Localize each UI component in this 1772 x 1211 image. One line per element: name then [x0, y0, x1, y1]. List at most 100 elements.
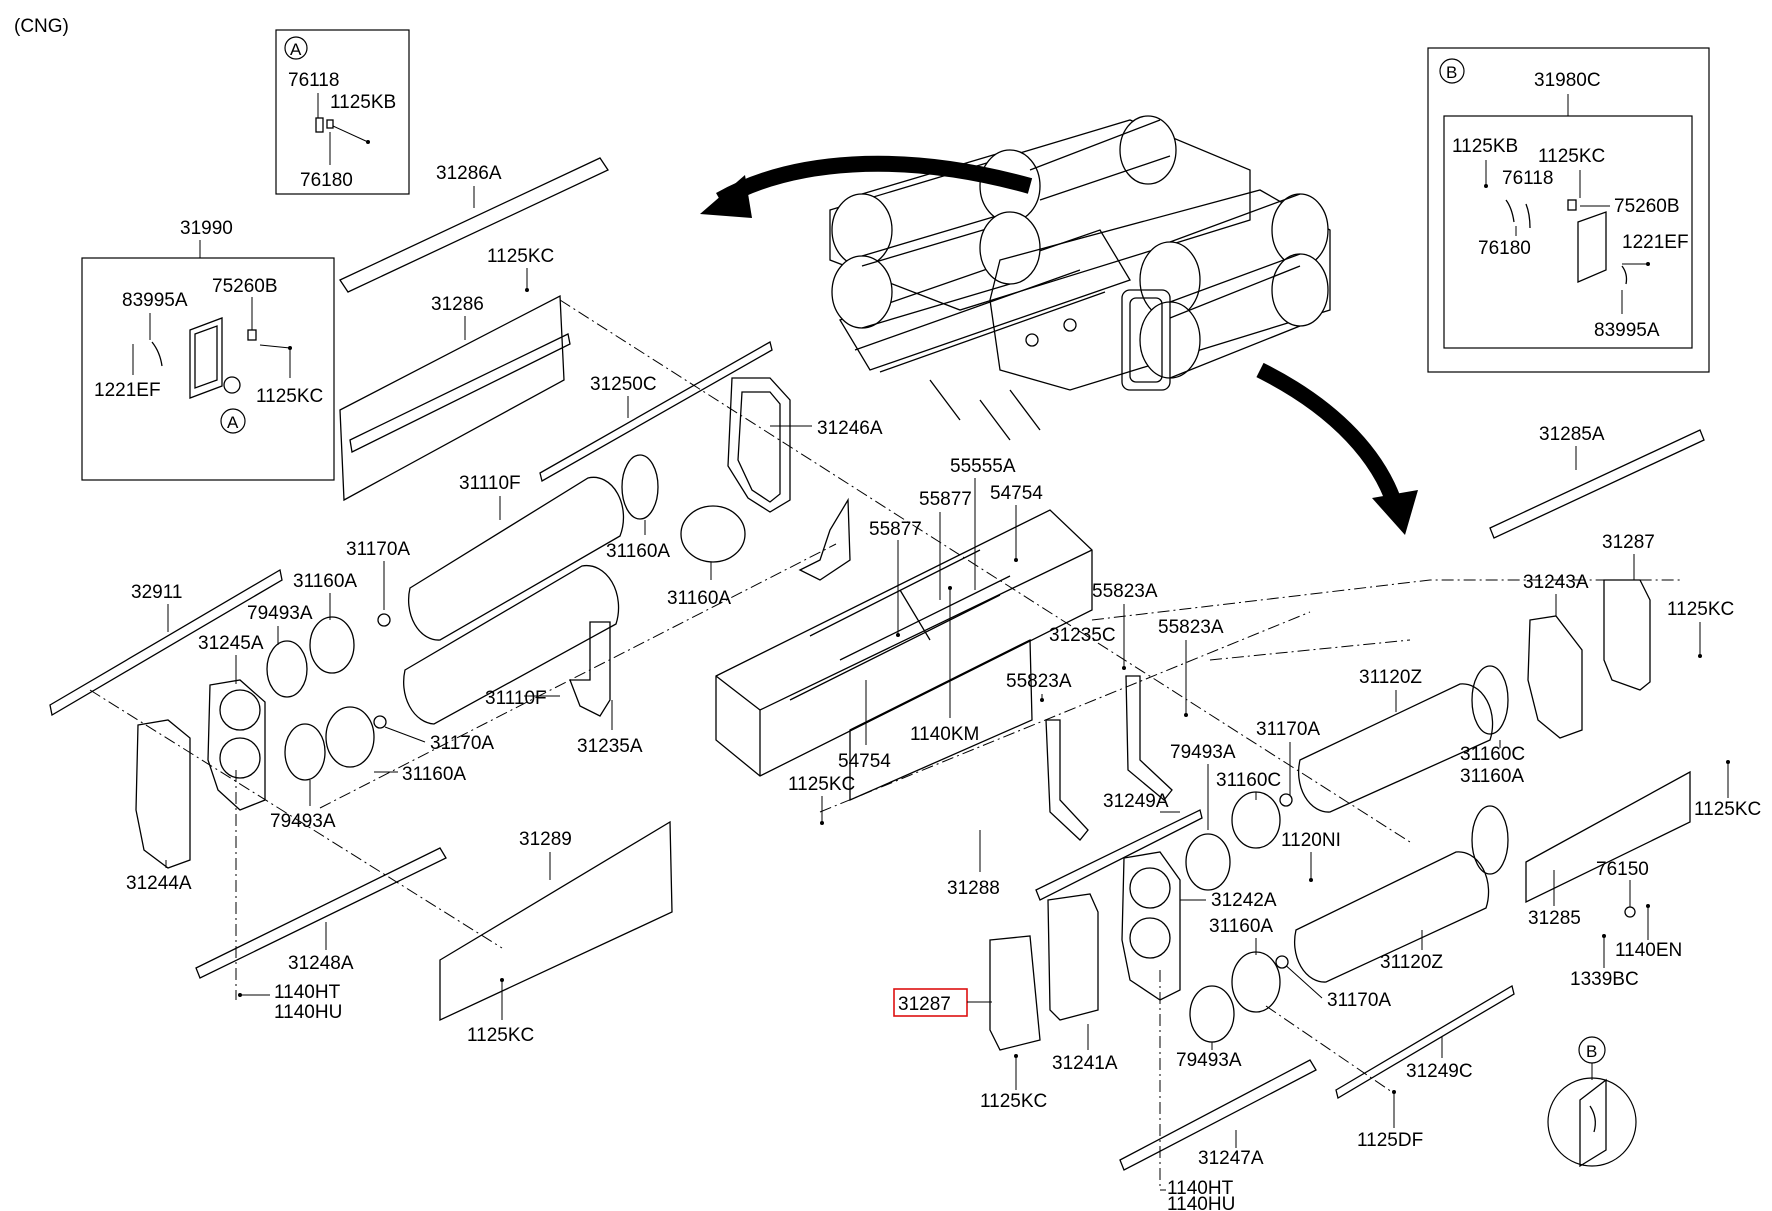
inset-b-label-6: 1221EF [1622, 232, 1689, 253]
label-1125kc-6: 1125KC [1694, 799, 1761, 820]
label-31160a-1: 31160A [606, 541, 670, 562]
clamp-31160c [1471, 665, 1509, 735]
panel-31289 [439, 820, 673, 1022]
label-1125kc-4: 1125KC [980, 1091, 1047, 1112]
frame-31246a [727, 377, 791, 513]
label-1125kc-2: 1125KC [467, 1025, 534, 1046]
label-1120ni: 1120NI [1281, 830, 1341, 851]
callout-b-circle [1439, 58, 1465, 84]
strip-31285a [1489, 429, 1705, 539]
label-55877-2: 55877 [869, 519, 922, 540]
frame-31242a [1121, 851, 1181, 1001]
callout-b-letter: B [1446, 63, 1457, 82]
inset-b-handle [1621, 265, 1628, 285]
strip-31249a [1035, 809, 1203, 901]
tank-31110f-upper [407, 476, 625, 641]
label-31160a-4: 31160A [402, 764, 466, 785]
inset-31990-label-1: 83995A [122, 290, 188, 311]
strap-79493a-4 [1189, 985, 1235, 1043]
inset-b-hinge [1505, 199, 1531, 229]
clamp-31160a-2 [680, 505, 746, 563]
inset-a-label-2: 1125KB [330, 92, 396, 113]
inset-b-label-2: 1125KC [1538, 146, 1605, 167]
callout-a-circle-2 [220, 408, 246, 434]
label-31160c-1: 31160C [1216, 770, 1281, 791]
label-1140km: 1140KM [910, 724, 979, 745]
clamp-31160c-b [1231, 791, 1281, 849]
clamp-31160a-1 [621, 454, 659, 520]
callout-a-letter: A [290, 40, 302, 59]
rail-31248a [195, 847, 447, 979]
inset-31990: 31990 83995A 75260B 1221EF 1125KC A [81, 218, 335, 481]
strip-31286a [339, 157, 609, 293]
inset-b-label-5: 76180 [1478, 238, 1531, 259]
bracket-55877 [798, 497, 851, 581]
label-31160a-5: 31160A [1209, 916, 1273, 937]
variant-label: (CNG) [14, 16, 69, 37]
tank-31120z-upper [1297, 683, 1494, 813]
inset-b-label-1: 1125KB [1452, 136, 1518, 157]
bracket-31235a [569, 621, 611, 717]
label-55555a: 55555A [950, 456, 1016, 477]
label-1140ht-1: 1140HT [274, 982, 341, 1003]
label-32911: 32911 [131, 582, 182, 603]
label-31170a-4: 31170A [1327, 990, 1391, 1011]
label-1140hu-2: 1140HU [1167, 1194, 1235, 1211]
label-55823a-1: 55823A [1092, 581, 1158, 602]
part-labels: 31286A 1125KC 31286 31250C 31246A 31110F… [126, 163, 1761, 1211]
clamp-31160a-3 [309, 616, 355, 674]
chassis-frame [715, 497, 1093, 801]
inset-b-label-3: 76118 [1502, 168, 1553, 189]
label-31245a: 31245A [198, 633, 264, 654]
label-1140ht-2: 1140HT [1167, 1178, 1234, 1199]
label-1140en: 1140EN [1615, 940, 1682, 961]
frame-31244a [135, 719, 191, 869]
inset-b-frame [1427, 47, 1710, 373]
arrow-left-head [700, 175, 752, 218]
label-55823a-3: 55823A [1006, 671, 1072, 692]
inset-b: B 31980C 1125KB 1125KC 76118 75260B 7618… [1427, 47, 1710, 373]
frame-31241a [1047, 893, 1099, 1021]
label-31160a-6: 31160A [1460, 766, 1524, 787]
rail-31247a [1119, 1059, 1317, 1171]
callout-a-letter-2: A [227, 413, 239, 432]
label-76150: 76150 [1596, 859, 1649, 880]
inset-b-label-4: 75260B [1614, 196, 1680, 217]
arrow-left [716, 155, 1033, 207]
clamp-31160a-b [1231, 951, 1281, 1013]
label-31287-right: 31287 [1602, 532, 1655, 553]
label-79493a-4: 79493A [1176, 1050, 1242, 1071]
label-31110f-1: 31110F [459, 473, 521, 494]
leader-lines [165, 186, 1730, 1191]
bracket-55823a [1045, 719, 1089, 841]
label-31285a: 31285A [1539, 424, 1605, 445]
label-31249c: 31249C [1406, 1061, 1473, 1082]
latch-part [326, 119, 334, 129]
inset-31990-label-2: 75260B [212, 276, 278, 297]
label-54754-1: 54754 [990, 483, 1043, 504]
callout-b-detail: B [1547, 1036, 1637, 1168]
hinge-part [315, 117, 324, 133]
label-31235a: 31235A [577, 736, 643, 757]
label-31287-highlighted: 31287 [898, 994, 951, 1015]
label-31160a-2: 31160A [667, 588, 731, 609]
panel-31286 [339, 294, 571, 502]
label-79493a-2: 79493A [270, 811, 336, 832]
assembly-lines [89, 299, 1680, 1190]
label-31288: 31288 [947, 878, 1000, 899]
inset-b-title: 31980C [1534, 70, 1601, 91]
label-1125kc-5: 1125KC [1667, 599, 1734, 620]
label-79493a-1: 79493A [247, 603, 313, 624]
label-1125kc-1: 1125KC [487, 246, 554, 267]
label-31244a: 31244A [126, 873, 192, 894]
inset-a: A 76118 1125KB 76180 [275, 29, 410, 195]
strap-79493a-3 [1185, 833, 1231, 891]
bolt-part [223, 376, 241, 394]
label-1140hu-1: 1140HU [274, 1002, 342, 1023]
label-31286a: 31286A [436, 163, 502, 184]
label-31170a-3: 31170A [1256, 719, 1320, 740]
label-31120z-1: 31120Z [1359, 667, 1422, 688]
inset-31990-label-4: 1125KC [256, 386, 323, 407]
inset-31990-frame [81, 257, 335, 481]
bracket-31235c [1125, 675, 1173, 801]
